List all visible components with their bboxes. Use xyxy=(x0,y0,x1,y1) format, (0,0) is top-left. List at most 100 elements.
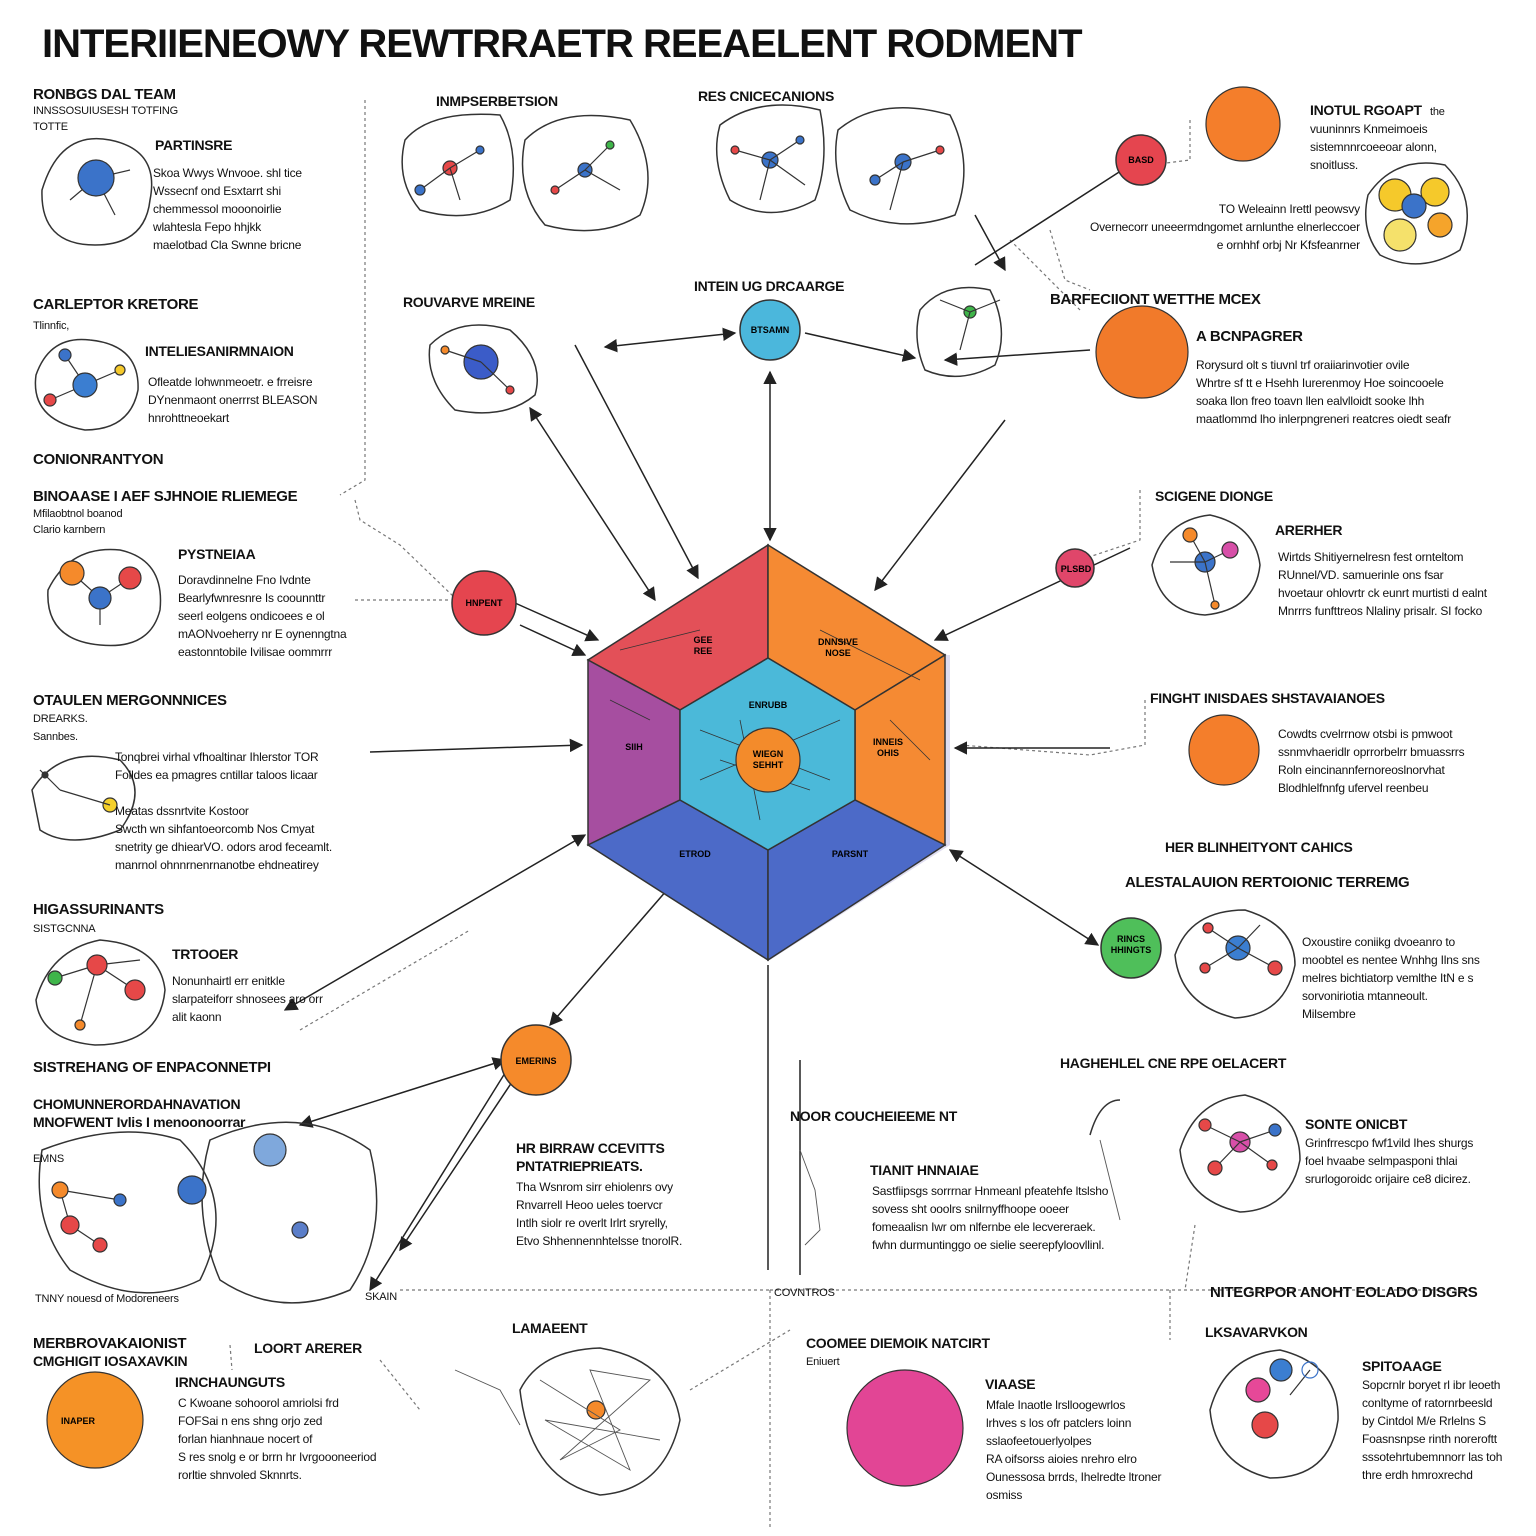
left-5-heading: HIGASSURINANTS xyxy=(33,901,164,918)
right-8-label: LKSAVARVKON xyxy=(1205,1324,1308,1340)
bottom-left-dot-label: EMNS xyxy=(33,1153,64,1165)
hex-core xyxy=(735,727,801,793)
hex-core-label-line: SEHHT xyxy=(753,760,784,770)
right-6-body: Oxoustire coniikg dvoeanro to moobtel es… xyxy=(1302,935,1480,1021)
bottom-left-sub: CHOMUNNERORDAHNAVATION MNOFWENT Ivlis I … xyxy=(33,1096,246,1130)
hex-label-top-left-line: REE xyxy=(694,646,713,656)
rouvave-label: ROUVARVE MREINE xyxy=(403,294,535,310)
left-3-body: Doravdinnelne Fno Ivdnte Bearlyfwnresnre… xyxy=(178,573,347,659)
hub-left xyxy=(451,570,517,636)
top-center-0-label: INMPSERBETSION xyxy=(436,93,558,109)
left-3-sub: Mfilaobtnol boanod Clario karnbern xyxy=(33,508,123,536)
hub-top xyxy=(739,299,801,361)
hex-label-top-left-line: GEE xyxy=(693,635,712,645)
core-hexagon xyxy=(586,543,950,962)
bottom-left-lone-label: LOORT ARERER xyxy=(254,1340,362,1356)
hex-label-left: SIIH xyxy=(625,742,643,752)
bottom-center-label: VIAASE xyxy=(985,1376,1036,1392)
right-8-heading: NITEGRPOR ANOHT EOLADO DISGRS xyxy=(1210,1284,1478,1301)
left-1-sub: Tlinnfic, xyxy=(33,320,70,332)
center-top-label: INTEIN UG DRCAARGE xyxy=(694,278,845,294)
center-lower-body: Tha Wsnrom sirr ehiolenrs ovy Rnvarrell … xyxy=(516,1180,683,1248)
right-8-body: Sopcrnlr boryet rl ibr leoeth conltyme o… xyxy=(1362,1378,1503,1482)
hub-top-right xyxy=(1115,134,1167,186)
bottom-left-heading: SISTREHANG OF ENPACONNETPI xyxy=(33,1059,271,1076)
hex-label-bottom-left: ETROD xyxy=(679,849,711,859)
network-sketch xyxy=(454,1139,1121,1472)
bottom-center-lamaeent: LAMAEENT xyxy=(512,1320,588,1336)
left-3-heading: BINOAASE I AEF SJHNOIE RLIEMEGE xyxy=(33,488,298,505)
right-8-label2: SPITOAAGE xyxy=(1362,1358,1442,1374)
center-bottom-body: Sastfiipsgs sorrrnar Hnmeanl pfeatehfe l… xyxy=(872,1184,1109,1252)
hub-left-label: HNPENT xyxy=(465,598,503,608)
right-0-heading: INOTUL RGOAPT xyxy=(1310,102,1422,118)
hex-label-bottom-right-line: PARSNT xyxy=(832,849,869,859)
bottom-center-sub: Eniuert xyxy=(806,1356,840,1368)
right-2-label: A BCNPAGRER xyxy=(1196,328,1303,345)
left-4-body: Tonqbrei virhal vfhoaltinar Ihlerstor TO… xyxy=(115,750,333,872)
hex-label-right-line: OHIS xyxy=(877,748,899,758)
center-lower-sub: PNTATRIEPRIEATS. xyxy=(516,1158,643,1174)
hub-green-label-line: HHINGTS xyxy=(1111,945,1152,955)
left-4-sub: DREARKS. Sannbes. xyxy=(33,713,88,743)
guide-lines xyxy=(229,100,1470,1530)
right-4-heading: FINGHT INISDAES SHSTAVAIANOES xyxy=(1150,690,1385,706)
hex-inner-label-line: ENRUBB xyxy=(749,700,788,710)
left-5-sub: SISTGCNNA xyxy=(33,923,96,935)
right-7-body: Grinfrrescpo fwf1vild Ihes shurgs foel h… xyxy=(1305,1136,1474,1186)
left-3-label: PYSTNEIAA xyxy=(178,546,256,562)
left-0-sub: INNSSOSUIUSESH TOTFING TOTTE xyxy=(33,105,178,133)
left-5-body: Nonunhairtl err enitkle slarpateiforr sh… xyxy=(172,974,323,1024)
right-0-extra: the xyxy=(1430,106,1445,118)
hub-bottom xyxy=(500,1024,572,1096)
hub-green xyxy=(1100,917,1162,979)
hub-top-label: BTSAMN xyxy=(751,325,790,335)
orange-ball-top-right xyxy=(1205,86,1281,162)
left-1-label: INTELIESANIRMNAION xyxy=(145,343,294,359)
left-0-label: PARTINSRE xyxy=(155,137,233,153)
hex-label-top-right-line: DNNSIVE xyxy=(818,637,858,647)
right-0-body: vuuninnrs Knmeimoeis sistemnnrcoeeoar al… xyxy=(1310,122,1437,172)
left-0-heading: RONBGS DAL TEAM xyxy=(33,86,176,103)
right-1-body: TO Weleainn Irettl peowsvy Overnecorr un… xyxy=(1090,202,1360,252)
center-bottom-label: TIANIT HNNAIAE xyxy=(870,1162,979,1178)
right-6-heading: ALESTALAUION RERTOIONIC TERREMG xyxy=(1125,874,1410,891)
hub-circles xyxy=(46,86,1281,1487)
hex-core-label-line: WIEGN xyxy=(753,749,784,759)
left-2-heading: CONIONRANTYON xyxy=(33,451,164,468)
left-5-label: TRTOOER xyxy=(172,946,239,962)
left-4-heading: OTAULEN MERGONNNICES xyxy=(33,692,227,709)
right-3-label: ARERHER xyxy=(1275,522,1343,538)
right-4-body: Cowdts cvelrrnow otsbi is pmwoot ssnmvha… xyxy=(1278,727,1465,795)
orange-ball-right xyxy=(1095,305,1189,399)
bottom-left-path2: SKAIN xyxy=(365,1291,398,1303)
hub-green-label-line: RINCS xyxy=(1117,934,1145,944)
magenta-ball-bottom xyxy=(846,1369,964,1487)
hub-bottom-label: EMERINS xyxy=(515,1056,556,1066)
top-center-1-label: RES CNICECANIONS xyxy=(698,88,834,104)
page-title: INTERIIENEOWY REWTRRAETR REEAELENT RODME… xyxy=(42,22,1083,66)
orange-ball-right-2 xyxy=(1188,714,1260,786)
hex-label-bottom-right: PARSNT xyxy=(832,849,869,859)
hex-inner-label: ENRUBB xyxy=(749,700,788,710)
molecule-blobs xyxy=(31,104,1468,1496)
left-0-body: Skoa Wwys Wnvooe. shl tice Wssecnf ond E… xyxy=(153,166,302,252)
left-1-heading: CARLEPTOR KRETORE xyxy=(33,296,199,313)
right-7-label: SONTE ONICBT xyxy=(1305,1116,1408,1132)
right-3-body: Wirtds Shitiyernelresn fest ornteltom RU… xyxy=(1278,550,1487,618)
hub-right-label: PLSBD xyxy=(1061,564,1092,574)
hub-top-right-label: BASD xyxy=(1128,155,1154,165)
right-7-heading: HAGHEHLEL CNE RPE OELACERT xyxy=(1060,1055,1287,1071)
hex-label-top-right-line: NOSE xyxy=(825,648,851,658)
bottom-center-heading: COOMEE DIEMOIK NATCIRT xyxy=(806,1335,990,1351)
right-2-heading: BARFECIIONT WETTHE MCEX xyxy=(1050,291,1261,308)
left-1-body: Ofleatde lohwnmeoetr. e frreisre DYnenma… xyxy=(148,375,318,425)
bottom-left2-body: C Kwoane sohoorol amriolsi frd FOFSai n … xyxy=(178,1396,377,1482)
